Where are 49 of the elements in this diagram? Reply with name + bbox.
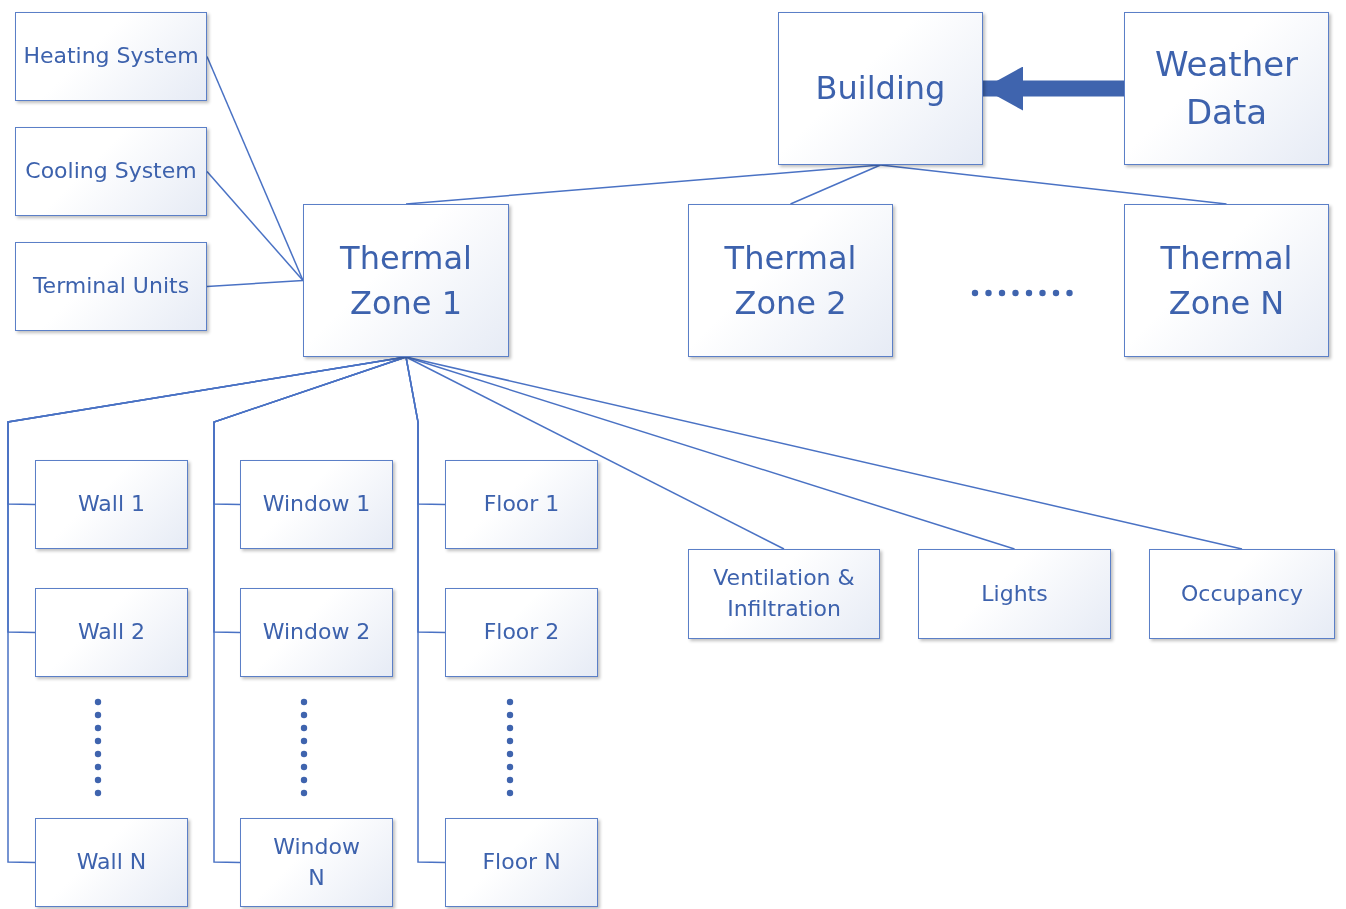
process-box	[918, 549, 1111, 639]
connector-line	[405, 356, 446, 864]
box-label: Ventilation & Infiltration	[712, 564, 856, 623]
box-label: Occupancy	[1181, 579, 1303, 608]
process-box	[445, 588, 598, 677]
connector-line	[213, 356, 407, 864]
connector-line	[405, 356, 785, 550]
box-label: Thermal Zone N	[1159, 237, 1294, 324]
process-box	[15, 12, 207, 101]
connector-line	[206, 279, 304, 288]
process-box	[240, 460, 393, 549]
process-box	[688, 549, 880, 639]
connector-line	[789, 164, 882, 205]
process-box	[445, 460, 598, 549]
process-box	[1124, 204, 1329, 357]
box-label: Wall N	[76, 848, 147, 877]
box-label: Wall 2	[77, 618, 145, 647]
process-box	[15, 127, 207, 216]
box-label: Weather Data	[1153, 42, 1300, 134]
box-label: Floor 1	[483, 490, 560, 519]
box-label: Wall 1	[77, 490, 145, 519]
connector-line	[405, 356, 1016, 550]
process-box	[1124, 12, 1329, 165]
box-label: Building	[815, 68, 946, 110]
process-box	[35, 588, 188, 677]
process-box	[778, 12, 983, 165]
process-box	[445, 818, 598, 907]
box-label: Thermal Zone 2	[723, 237, 858, 324]
process-box	[15, 242, 207, 331]
connector-line	[206, 55, 304, 282]
box-label: Floor N	[482, 848, 561, 877]
process-box	[240, 588, 393, 677]
box-label: Floor 2	[483, 618, 560, 647]
connector-line	[206, 170, 304, 282]
arrow	[983, 66, 1124, 111]
process-box	[240, 818, 393, 907]
box-label: Heating System	[23, 42, 199, 71]
process-box	[35, 818, 188, 907]
box-label: Window N	[272, 832, 361, 892]
box-label: Window 2	[262, 618, 371, 647]
process-box	[303, 204, 509, 357]
box-label: Window 1	[262, 490, 371, 519]
box-label: Thermal Zone 1	[339, 237, 473, 324]
process-box	[688, 204, 893, 357]
box-label: Lights	[981, 579, 1048, 608]
box-label: Terminal Units	[32, 272, 190, 301]
process-box	[35, 460, 188, 549]
process-box	[1149, 549, 1335, 639]
box-label: Cooling System	[25, 157, 197, 186]
